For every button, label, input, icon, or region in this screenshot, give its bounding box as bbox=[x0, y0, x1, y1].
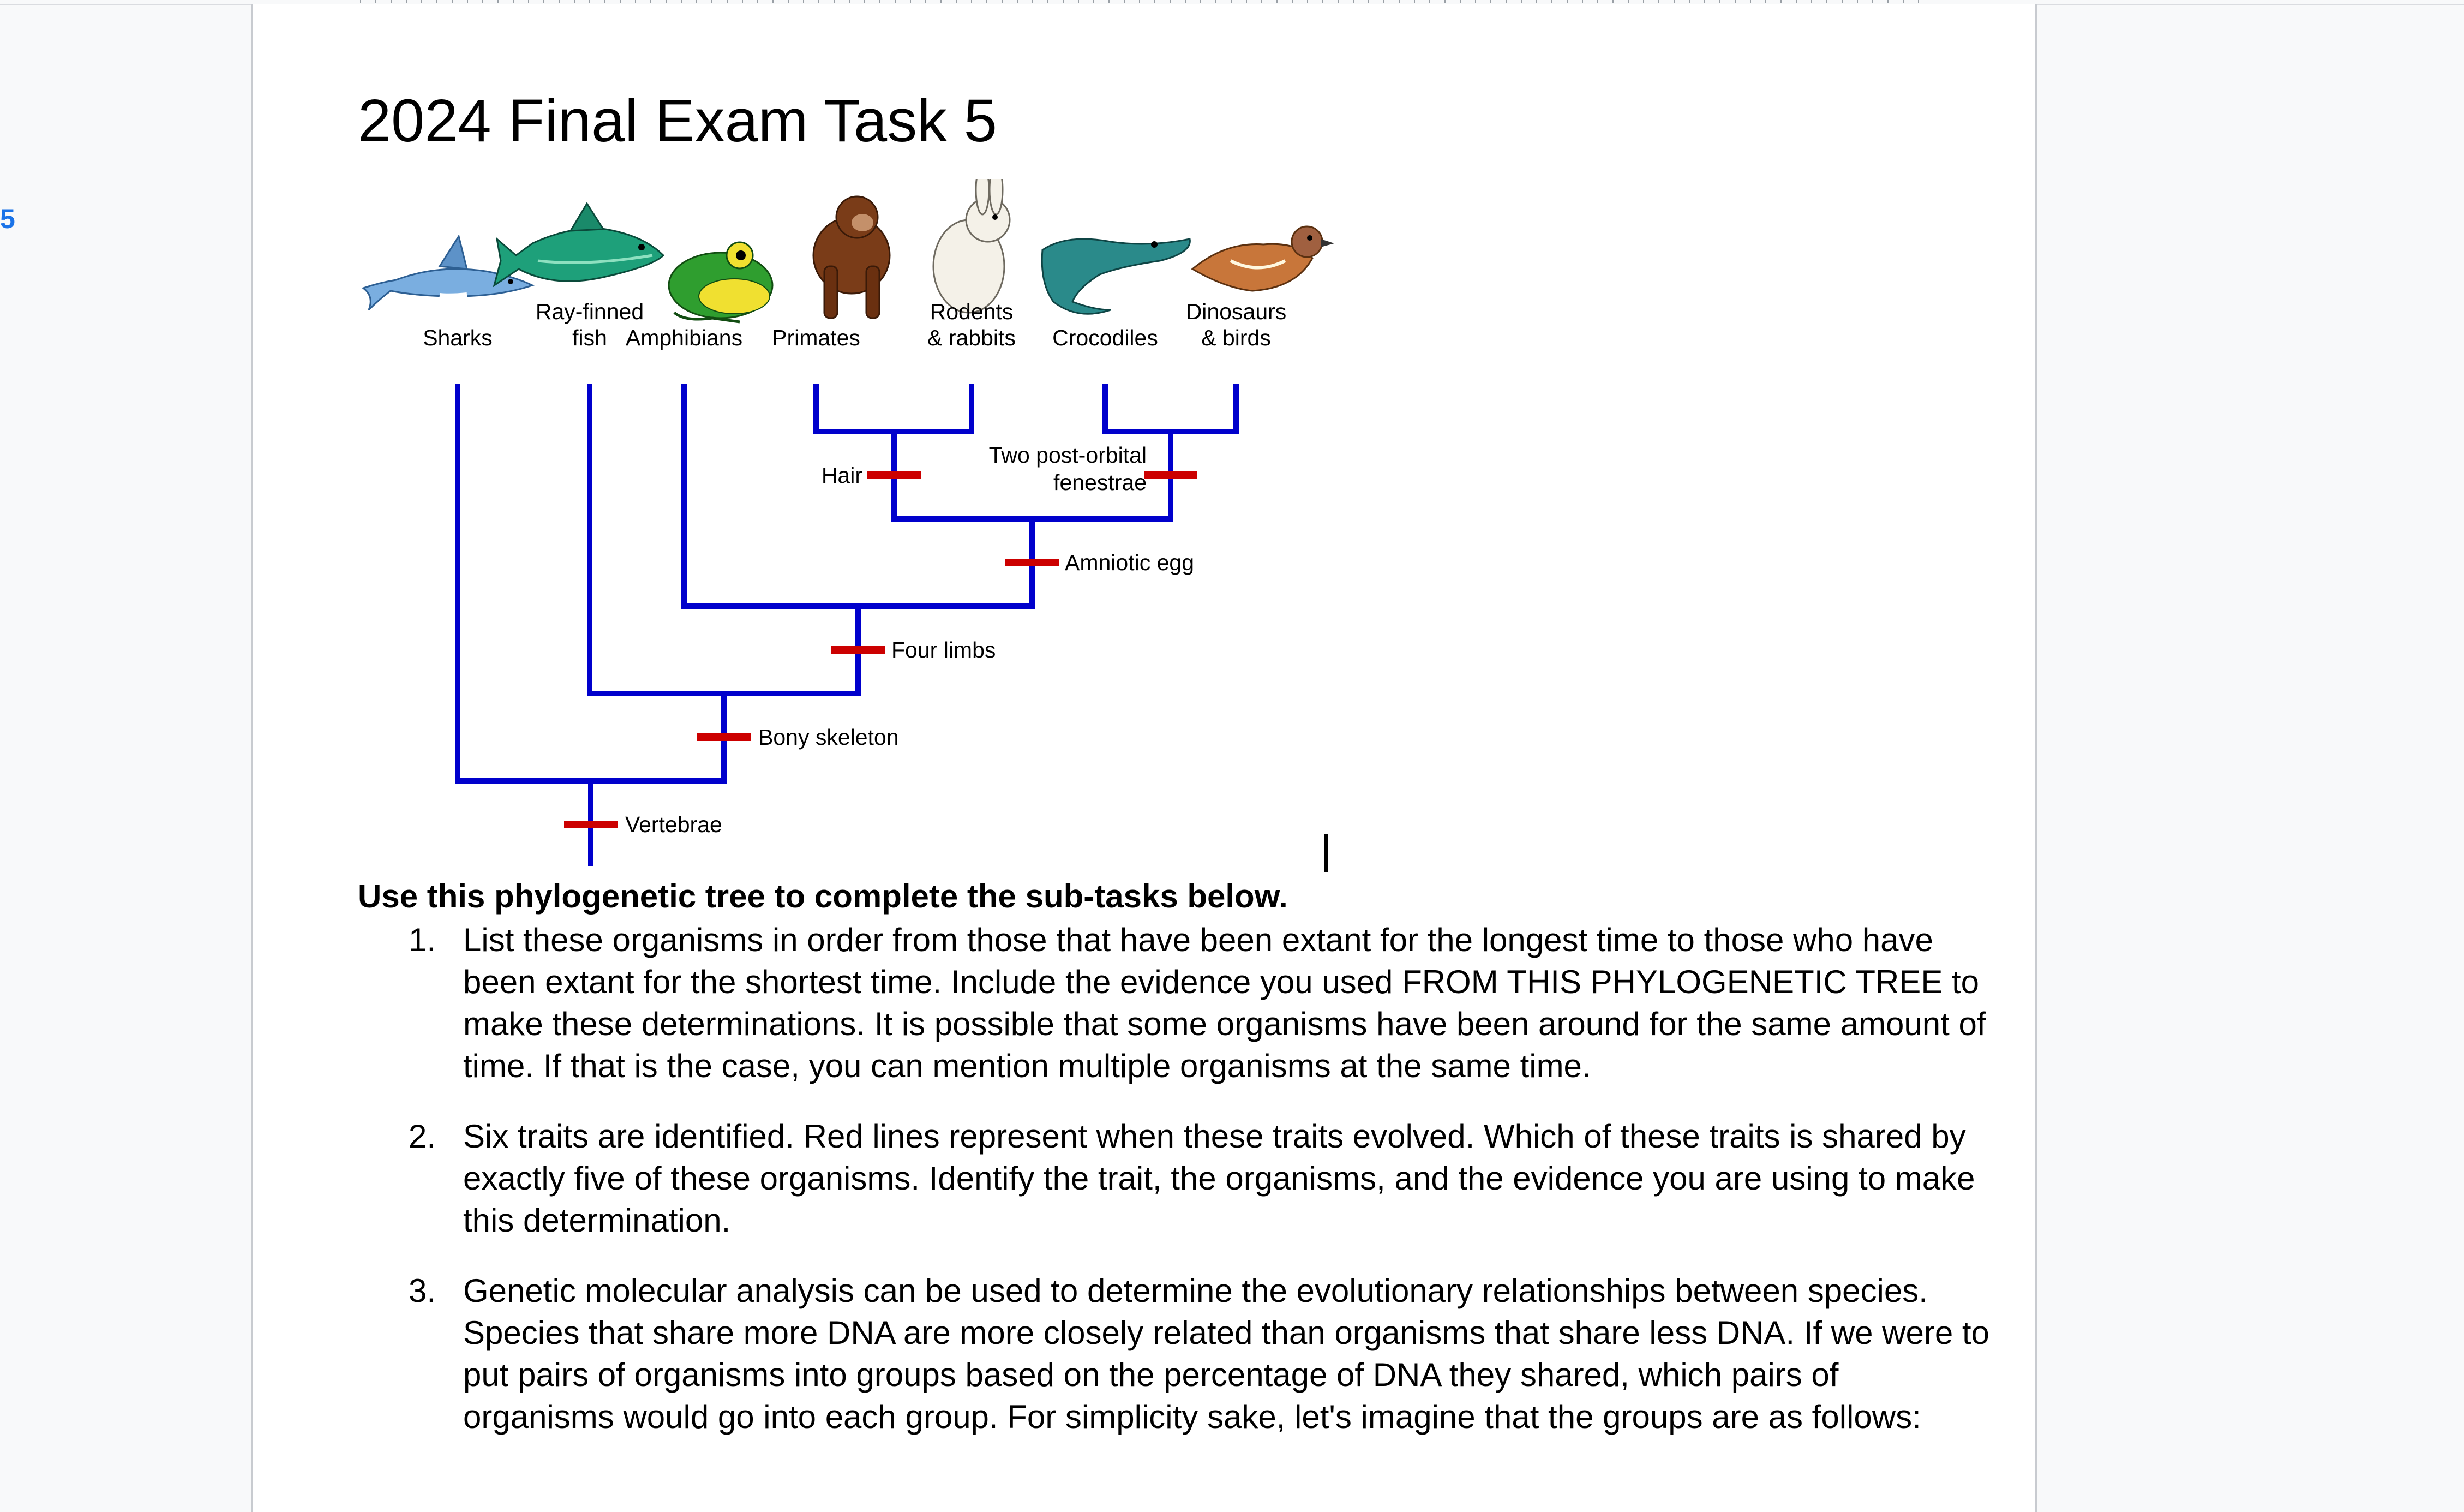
bird-icon bbox=[1191, 225, 1334, 292]
crocodile-icon bbox=[1041, 238, 1191, 315]
taxon-label: fish bbox=[572, 325, 607, 350]
fish-icon bbox=[493, 202, 665, 288]
tree-branches bbox=[455, 384, 1239, 866]
task-item[interactable]: 3. Genetic molecular analysis can be use… bbox=[358, 1270, 1994, 1438]
task-item[interactable]: 2. Six traits are identified. Red lines … bbox=[358, 1115, 1994, 1241]
trait-label-four-limbs: Four limbs bbox=[891, 637, 996, 662]
ruler-ticks bbox=[360, 0, 1926, 3]
trait-label-bony-skeleton: Bony skeleton bbox=[758, 725, 899, 750]
taxon-label: Crocodiles bbox=[1052, 325, 1158, 350]
task-item[interactable]: 1. List these organisms in order from th… bbox=[358, 919, 1994, 1087]
taxon-label: Sharks bbox=[423, 325, 493, 350]
document-page[interactable]: 2024 Final Exam Task 5 bbox=[251, 4, 2037, 1512]
task-text: List these organisms in order from those… bbox=[463, 922, 1986, 1084]
trait-label-fenestrae: fenestrae bbox=[1053, 470, 1147, 495]
shark-icon bbox=[361, 234, 535, 311]
taxon-label: Amphibians bbox=[626, 325, 742, 350]
outline-heading-number[interactable]: 5 bbox=[0, 204, 15, 234]
trait-marks bbox=[564, 471, 1197, 828]
task-number: 3. bbox=[409, 1272, 436, 1309]
trait-label-hair: Hair bbox=[822, 463, 862, 488]
trait-label-amniotic-egg: Amniotic egg bbox=[1065, 550, 1194, 575]
taxon-label: Ray-finned bbox=[536, 299, 644, 324]
taxon-label: Rodents bbox=[930, 299, 1014, 324]
task-text: Six traits are identified. Red lines rep… bbox=[463, 1118, 1975, 1239]
taxon-label: & birds bbox=[1201, 325, 1271, 350]
trait-label-vertebrae: Vertebrae bbox=[625, 812, 722, 837]
primate-icon bbox=[812, 195, 891, 319]
taxon-label: Dinosaurs bbox=[1186, 299, 1287, 324]
trait-label-post-orbital: Two post-orbital bbox=[989, 443, 1147, 468]
rabbit-icon bbox=[932, 179, 1011, 314]
task-text: Genetic molecular analysis can be used t… bbox=[463, 1272, 1989, 1435]
task-number: 2. bbox=[409, 1118, 436, 1155]
phylogenetic-tree-figure[interactable]: Primates & birds Dinosaurs Crocodiles & … bbox=[358, 179, 1340, 866]
taxon-label: & rabbits bbox=[927, 325, 1016, 350]
instructions-heading: Use this phylogenetic tree to complete t… bbox=[358, 878, 1288, 915]
task-number: 1. bbox=[409, 922, 436, 958]
text-cursor bbox=[1324, 834, 1328, 872]
document-title: 2024 Final Exam Task 5 bbox=[358, 87, 997, 154]
phylogenetic-tree-svg: Primates & birds Dinosaurs Crocodiles & … bbox=[361, 179, 1334, 866]
taxon-label: Primates bbox=[772, 325, 860, 350]
frog-icon bbox=[668, 241, 774, 324]
task-list: 1. List these organisms in order from th… bbox=[358, 919, 1994, 1466]
